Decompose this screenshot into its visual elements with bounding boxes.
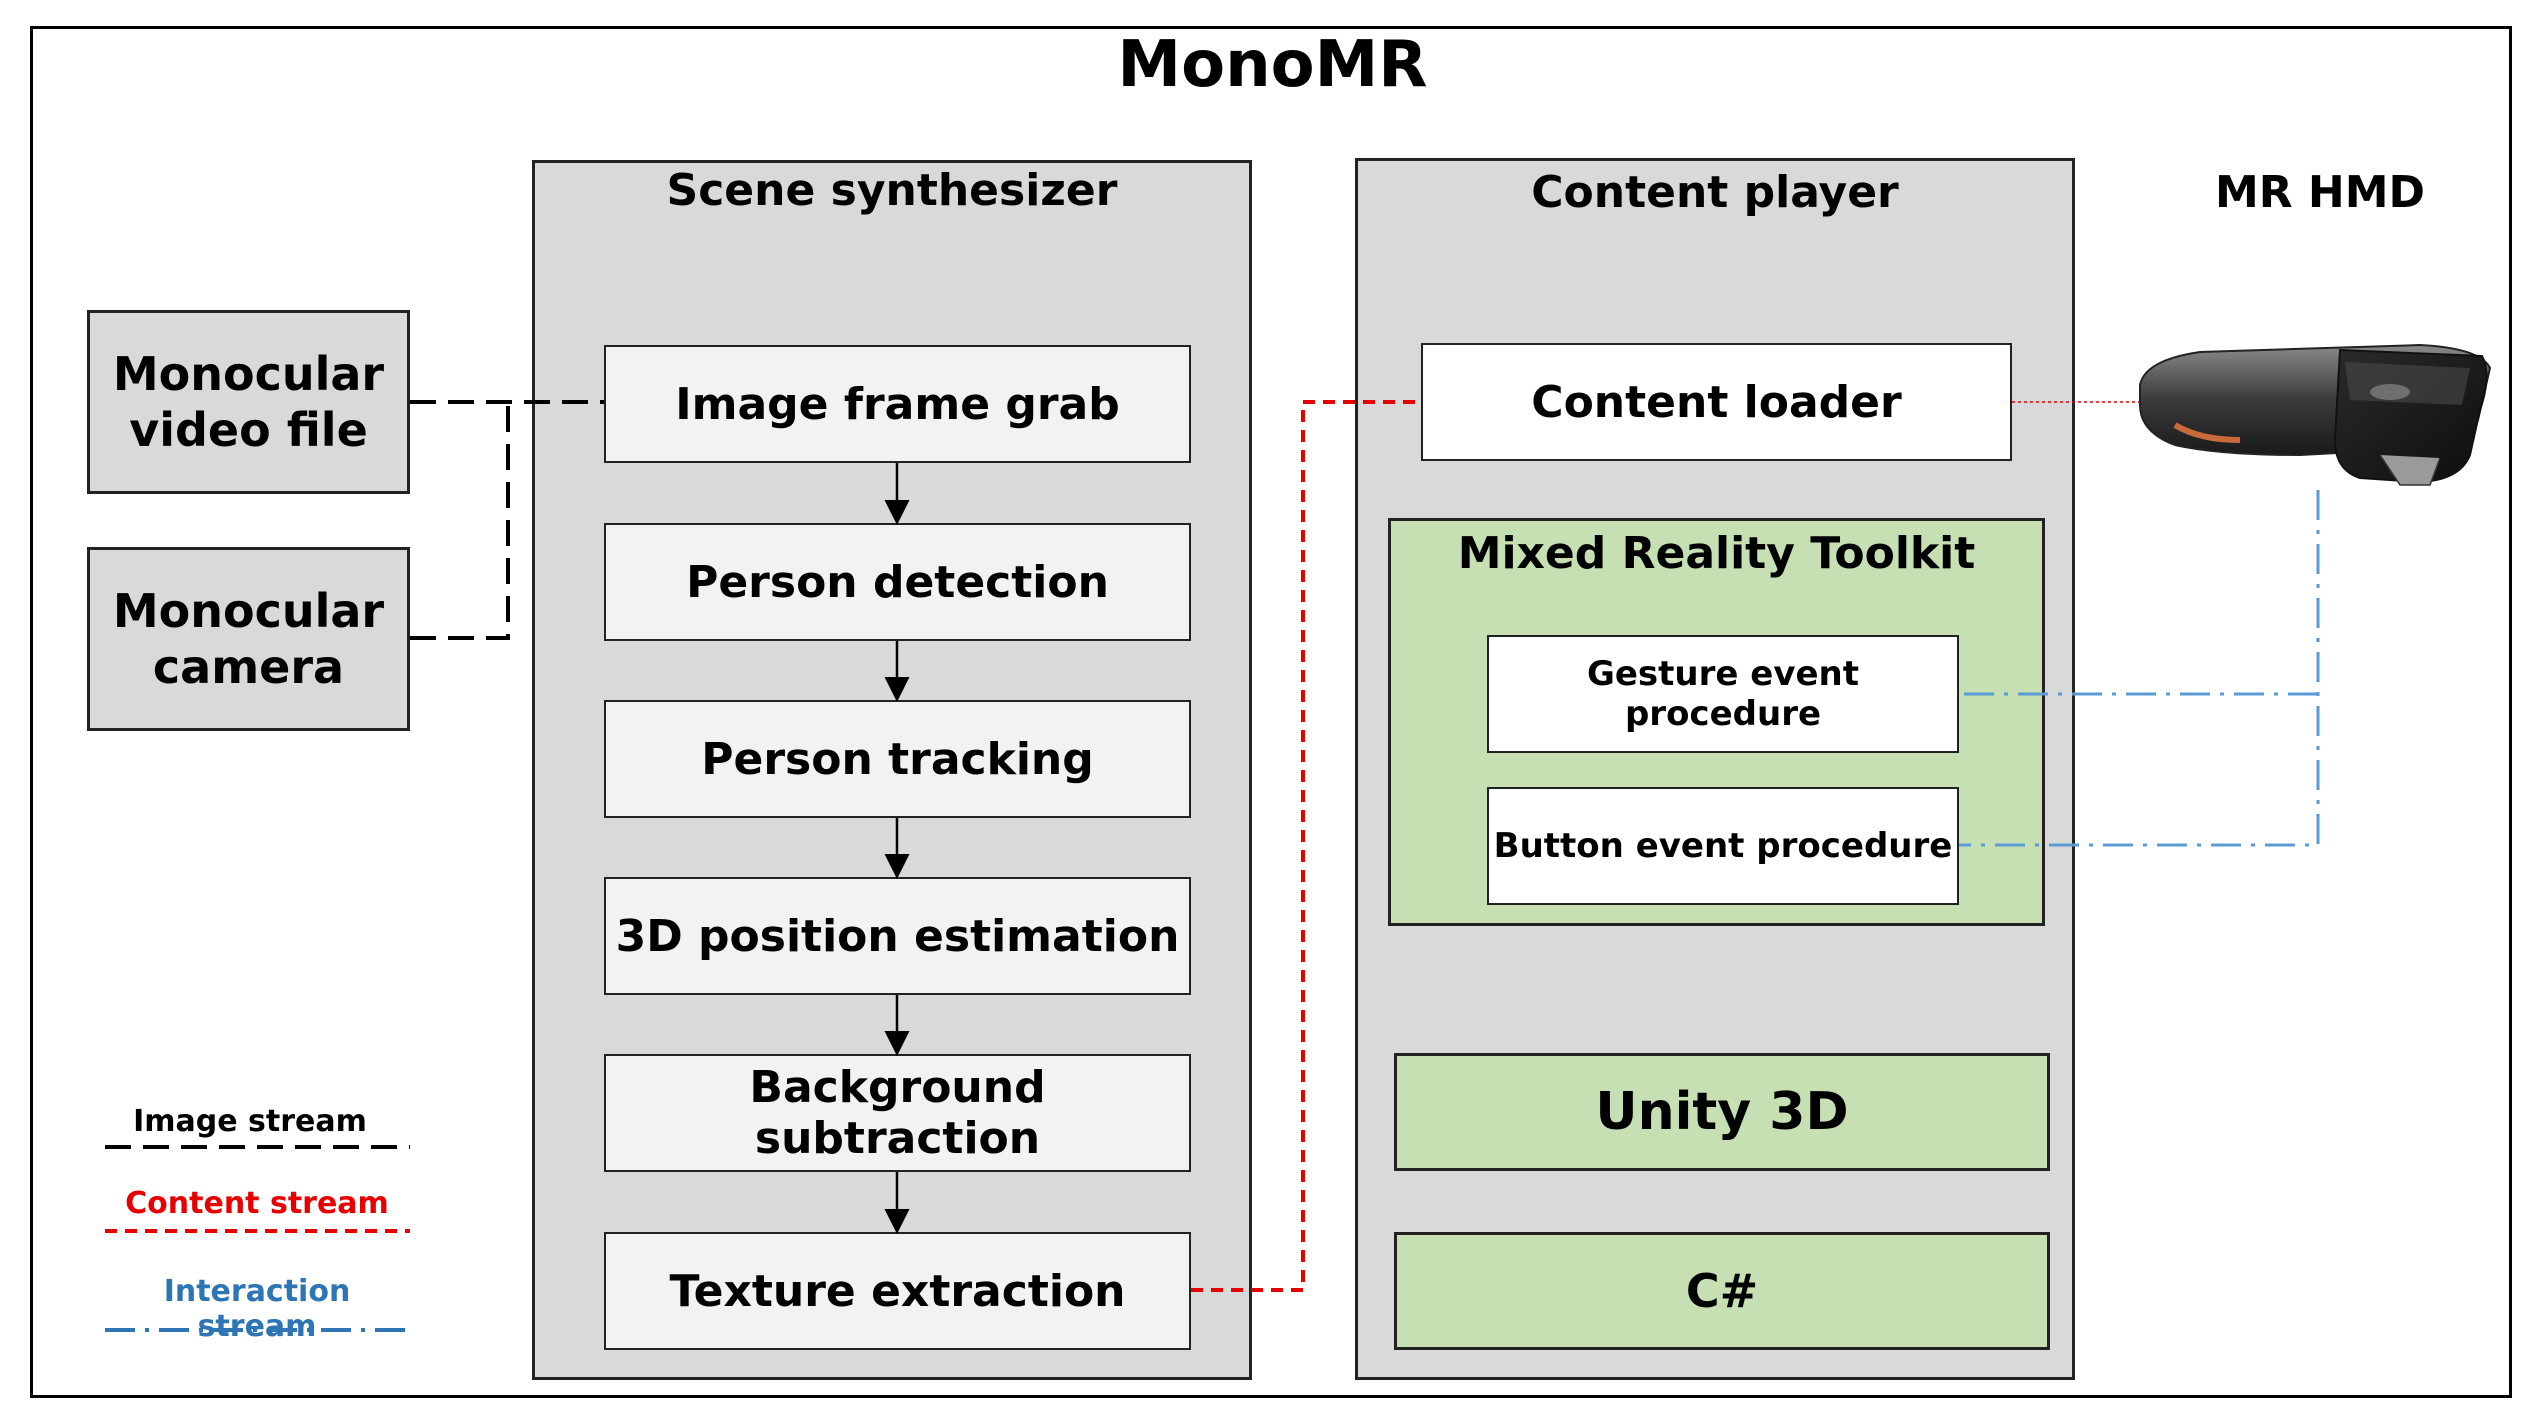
monocular-video-file-box: Monocular video file [87, 310, 410, 494]
monocular-camera-box: Monocular camera [87, 547, 410, 731]
diagram-title: MonoMR [1117, 28, 1428, 102]
camera-to-grab-line [410, 402, 510, 640]
image-stream-lines [410, 400, 604, 640]
mixed-reality-headset-icon [2139, 343, 2492, 486]
scene-synthesizer-title: Scene synthesizer [666, 165, 1118, 216]
step-image-frame-grab: Image frame grab [604, 345, 1191, 463]
legend-interaction-stream-label: Interaction stream [163, 1274, 351, 1344]
gesture-event-procedure-box: Gesture event procedure [1487, 635, 1959, 753]
csharp-box: C# [1394, 1232, 2050, 1350]
legend-lines [105, 1145, 410, 1332]
button-event-procedure-box: Button event procedure [1487, 787, 1959, 905]
extraction-to-loader-line [1191, 400, 1421, 1292]
interaction-stream-lines [1959, 490, 2320, 847]
mixed-reality-toolkit-title: Mixed Reality Toolkit [1457, 528, 1976, 579]
mr-hmd-title: MR HMD [2214, 167, 2426, 218]
step-3d-position-estimation: 3D position estimation [604, 877, 1191, 995]
step-texture-extraction: Texture extraction [604, 1232, 1191, 1350]
content-loader-box: Content loader [1421, 343, 2012, 461]
legend-image-stream-label: Image stream [133, 1104, 367, 1139]
step-person-tracking: Person tracking [604, 700, 1191, 818]
diagram-frame [30, 26, 2512, 1398]
unity-3d-box: Unity 3D [1394, 1053, 2050, 1171]
step-background-subtraction: Background subtraction [604, 1054, 1191, 1172]
hmd-to-button-line [1959, 490, 2320, 847]
step-person-detection: Person detection [604, 523, 1191, 641]
legend-content-stream-label: Content stream [125, 1186, 389, 1221]
content-player-title: Content player [1531, 167, 1899, 218]
